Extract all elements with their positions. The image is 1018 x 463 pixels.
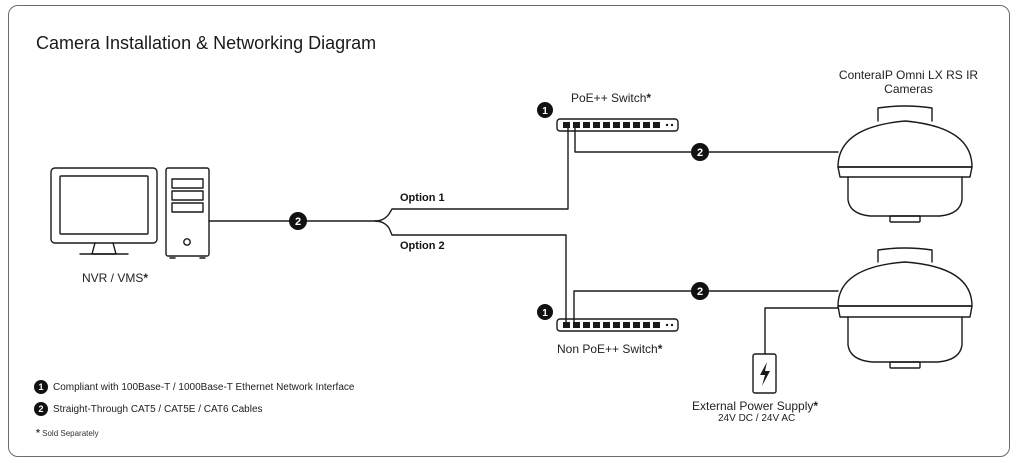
poe-switch-label: PoE++ Switch* <box>571 91 652 105</box>
svg-text:2: 2 <box>697 286 703 298</box>
legend-badge-1: 1 <box>34 380 48 394</box>
option-1-label: Option 1 <box>400 192 445 204</box>
monitor-icon <box>50 167 158 255</box>
svg-text:1: 1 <box>542 106 548 117</box>
legend-badge-2: 2 <box>34 402 48 416</box>
svg-text:2: 2 <box>697 147 703 159</box>
cable-poe-to-camera1 <box>574 127 839 153</box>
cable-power <box>764 307 839 355</box>
power-supply-label: External Power Supply* <box>692 399 819 413</box>
option-2-label: Option 2 <box>400 240 445 252</box>
badge-1-non-poe-switch: 1 <box>537 304 553 320</box>
camera-label-line2: Cameras <box>884 82 933 96</box>
camera-label-line1: ConteraIP Omni LX RS IR <box>838 68 979 82</box>
diagram-title: Camera Installation & Networking Diagram <box>36 33 377 53</box>
non-poe-switch-icon <box>556 318 679 332</box>
cable-nonpoe-to-camera2 <box>573 290 839 327</box>
non-poe-switch-ports <box>563 322 674 328</box>
pc-tower-icon <box>165 167 210 259</box>
lightning-icon <box>760 362 770 386</box>
diagram-frame <box>8 5 1010 457</box>
svg-text:1: 1 <box>542 308 548 319</box>
badge-1-poe-switch: 1 <box>537 102 553 118</box>
legend-text-2: Straight-Through CAT5 / CAT5E / CAT6 Cab… <box>53 403 263 415</box>
cable-fork <box>374 127 569 222</box>
legend-item-1: 1 Compliant with 100Base-T / 1000Base-T … <box>34 380 354 394</box>
badge-2-poe-camera: 2 <box>691 143 709 161</box>
legend-text-1: Compliant with 100Base-T / 1000Base-T Et… <box>53 381 355 393</box>
legend-item-2: 2 Straight-Through CAT5 / CAT5E / CAT6 C… <box>34 402 263 416</box>
badge-2-nonpoe-camera: 2 <box>691 282 709 300</box>
nvr-label: NVR / VMS* <box>82 271 149 285</box>
svg-text:2: 2 <box>295 216 301 228</box>
camera-label: ConteraIP Omni LX RS IR Cameras <box>816 68 1001 96</box>
poe-switch-icon <box>556 118 679 132</box>
non-poe-switch-label: Non PoE++ Switch* <box>557 342 663 356</box>
power-supply-sub: 24V DC / 24V AC <box>718 413 796 424</box>
poe-switch-ports <box>563 122 674 128</box>
camera-1-icon <box>837 105 973 223</box>
badge-2-main-cable: 2 <box>289 212 307 230</box>
power-supply-icon <box>752 353 777 394</box>
legend-footnote: * Sold Separately <box>36 428 99 439</box>
camera-2-icon <box>837 247 973 369</box>
